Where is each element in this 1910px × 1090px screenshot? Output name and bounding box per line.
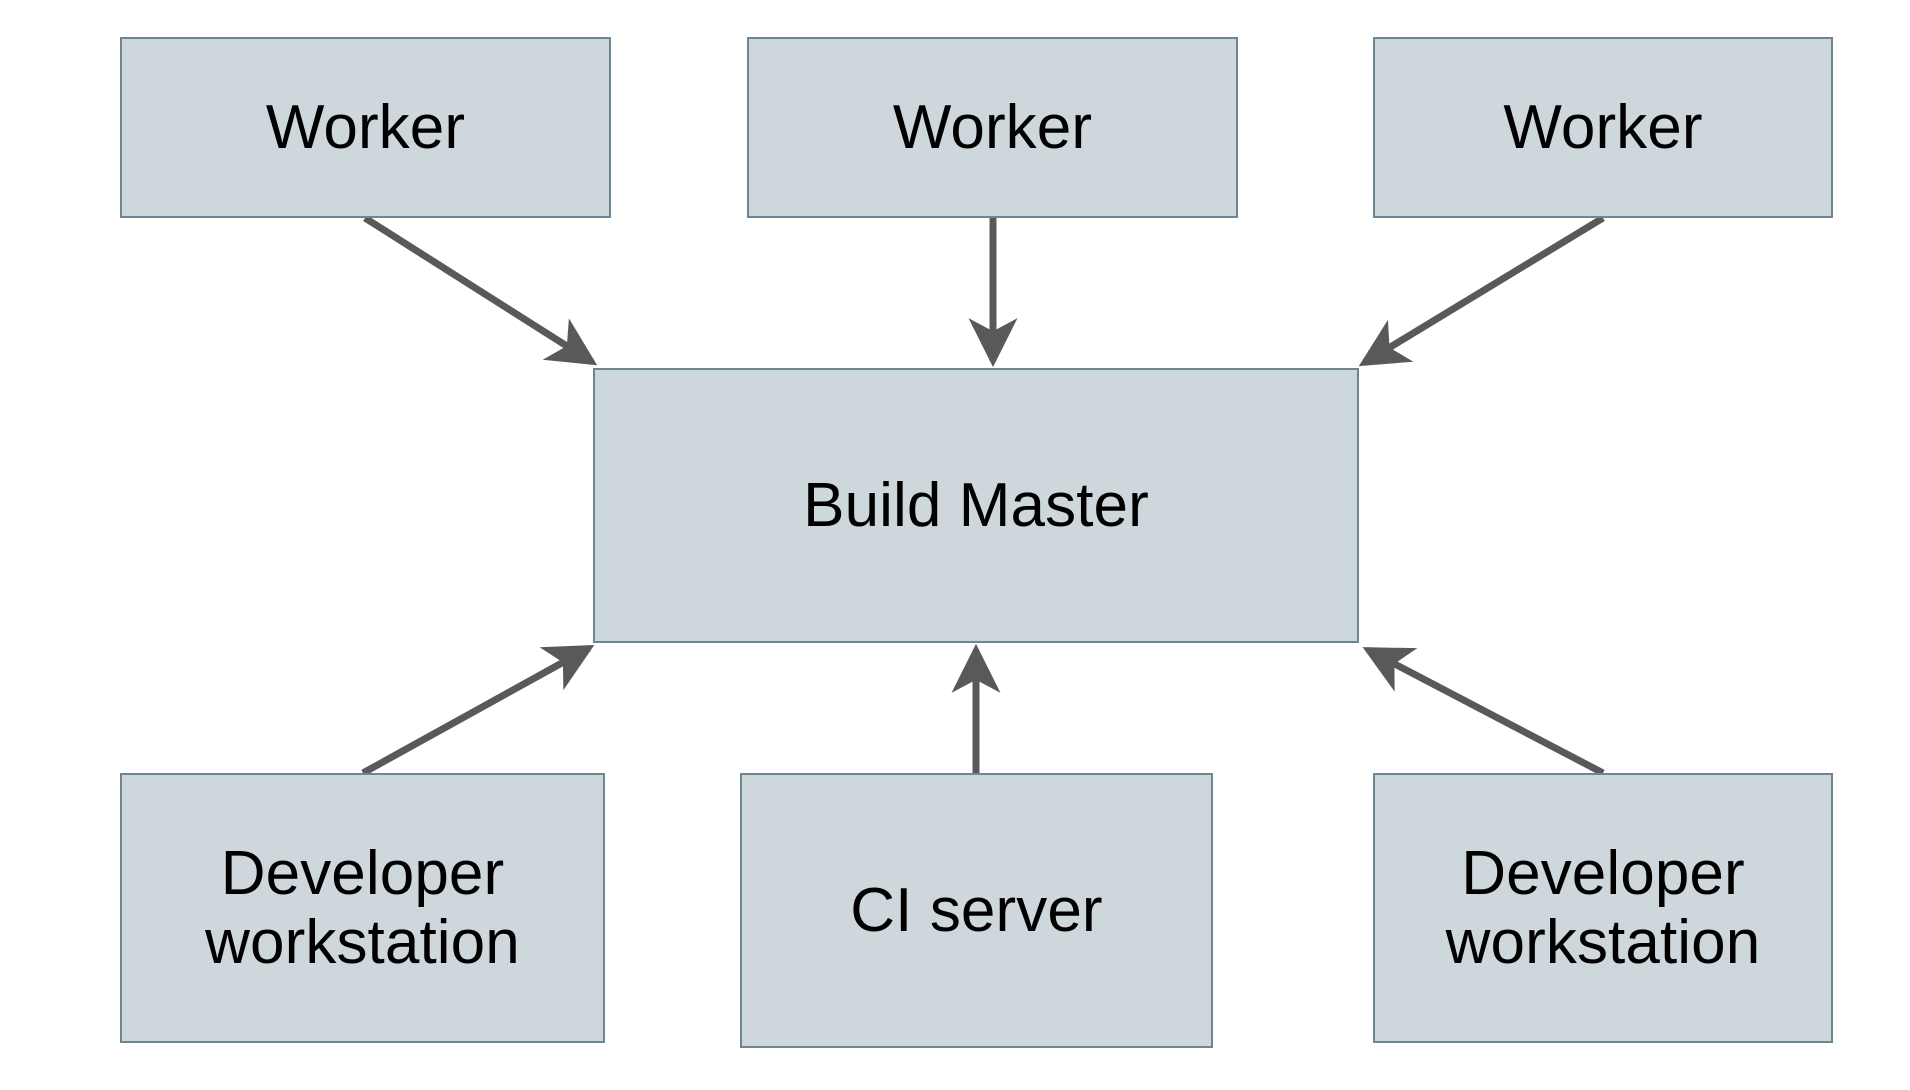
node-label: Worker bbox=[265, 92, 466, 162]
edge-dev-ws-1-to-build-master bbox=[361, 644, 595, 777]
node-label: Build Master bbox=[803, 470, 1149, 540]
edge-worker-3-to-build-master bbox=[1358, 215, 1605, 367]
node-worker-3[interactable]: Worker bbox=[1373, 37, 1833, 218]
node-label: Developer workstation bbox=[205, 838, 520, 977]
node-build-master[interactable]: Build Master bbox=[593, 368, 1359, 643]
edge-dev-ws-2-to-build-master bbox=[1362, 646, 1605, 777]
node-developer-workstation-2[interactable]: Developer workstation bbox=[1373, 773, 1833, 1043]
node-worker-2[interactable]: Worker bbox=[747, 37, 1238, 218]
node-label: Developer workstation bbox=[1445, 838, 1761, 977]
node-label: Worker bbox=[892, 92, 1093, 162]
node-developer-workstation-1[interactable]: Developer workstation bbox=[120, 773, 605, 1043]
edge-worker-1-to-build-master bbox=[363, 215, 598, 366]
node-worker-1[interactable]: Worker bbox=[120, 37, 611, 218]
node-ci-server[interactable]: CI server bbox=[740, 773, 1213, 1048]
node-label: CI server bbox=[850, 875, 1103, 945]
node-label: Worker bbox=[1503, 92, 1703, 162]
